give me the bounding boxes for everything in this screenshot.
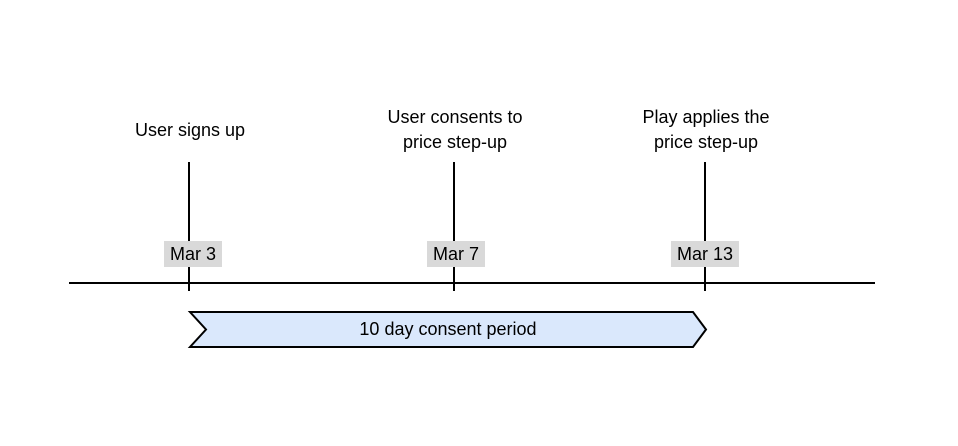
milestone-date-badge: Mar 3 [163, 241, 223, 267]
consent-period-arrow [187, 311, 708, 348]
milestone-tick-line [453, 162, 455, 291]
chevron-banner-shape [187, 311, 708, 348]
milestone-tick-line [704, 162, 706, 291]
timeline-axis-line [69, 282, 875, 284]
milestone-date-badge: Mar 7 [426, 241, 486, 267]
milestone-label-consent: User consents to price step-up [387, 107, 523, 152]
milestone-tick-line [188, 162, 190, 291]
milestone-date-badge: Mar 13 [670, 241, 740, 267]
milestone-label-apply: Play applies the price step-up [642, 107, 770, 152]
milestone-label-signup: User signs up [134, 119, 246, 140]
consent-period-label: 10 day consent period [359, 319, 537, 339]
